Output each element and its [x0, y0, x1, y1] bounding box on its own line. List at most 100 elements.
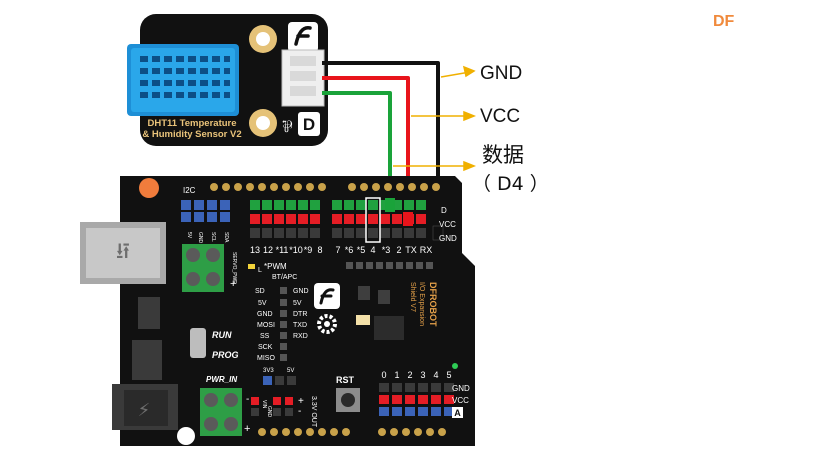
l-led	[248, 264, 255, 269]
regulator	[374, 316, 404, 340]
servo-plus: +	[230, 278, 236, 290]
pin-2: 2	[396, 245, 401, 255]
digital-pin-numbers: 13 12 *11 *10 *9 8 7 *6 *5 4 *3 2 TX RX	[250, 245, 432, 255]
pin-4: 4	[370, 245, 375, 255]
wire-data	[322, 91, 392, 216]
digital-type-badge	[298, 112, 320, 136]
mid-header-row	[346, 262, 433, 269]
pwr-plus: +	[244, 423, 250, 435]
rst-label: RST	[336, 375, 355, 385]
bt-5v: 5V	[293, 300, 302, 307]
v5v-label: 5V	[287, 368, 294, 374]
bt-labels: GND 5V DTR TXD RXD	[293, 288, 309, 340]
pin-tx: TX	[405, 245, 417, 255]
brand-text: DFROBOT I/O Expansion Shield V7	[409, 282, 438, 327]
out-label: 3.3V OUT	[310, 396, 317, 428]
spi-sck: SCK	[258, 344, 273, 351]
left-component-2	[132, 340, 162, 380]
spi-miso: MISO	[257, 355, 275, 362]
analog-vcc-label: VCC	[452, 396, 469, 405]
pin-d4-highlight	[365, 197, 381, 243]
analog-3: 3	[420, 370, 425, 380]
bt-dtr: DTR	[293, 311, 307, 318]
lightning-icon: ⚡	[138, 400, 151, 420]
pin-7: 7	[335, 245, 340, 255]
pin-9: *9	[304, 245, 313, 255]
io-expansion-shield: ⭿ I2C 5V GND SCL SDA SERVO_PWR +	[80, 176, 475, 446]
pin-12: 12	[263, 245, 273, 255]
gnd-small-label: GND	[266, 406, 272, 418]
chip-small	[358, 286, 370, 300]
wire-gnd	[322, 61, 440, 216]
spi-5v: 5V	[258, 300, 267, 307]
brand-line2: I/O Expansion	[418, 282, 425, 326]
analog-2: 2	[407, 370, 412, 380]
run-prog-switch	[190, 328, 206, 358]
digital-gnd-label: GND	[439, 234, 457, 243]
v3v3-label: 3V3	[263, 368, 274, 374]
vin-label: VIN	[261, 400, 267, 409]
plug-vcc	[403, 212, 413, 226]
top-gold-header	[210, 183, 440, 191]
pin-6: *6	[345, 245, 354, 255]
wires	[322, 61, 440, 216]
annotation-arrows	[393, 65, 477, 172]
gear-icon	[317, 314, 337, 334]
spi-gnd: GND	[257, 311, 273, 318]
d-row-marker: D	[441, 206, 447, 215]
pin-10: *10	[289, 245, 303, 255]
thermometer-icon: ⅌	[282, 119, 293, 136]
watermark-df: DF	[713, 13, 735, 30]
vin-plus: +	[298, 396, 304, 407]
spi-ss: SS	[260, 333, 270, 340]
analog-gnd-label: GND	[452, 384, 470, 393]
i2c-pin-5v: 5V	[186, 232, 192, 239]
bt-rxd: RXD	[293, 333, 308, 340]
brand-dfrobot: DFROBOT	[428, 282, 438, 327]
spi-header	[280, 287, 287, 361]
spi-mosi: MOSI	[257, 322, 275, 329]
sensor-grille	[140, 56, 230, 98]
i2c-pin-sda: SDA	[223, 232, 229, 243]
servo-pwr-label: SERVO_PWR	[231, 252, 237, 284]
transistor	[378, 290, 390, 304]
orange-button	[139, 178, 159, 198]
label-vcc: VCC	[480, 106, 520, 127]
usb-icon: ⭿	[116, 239, 130, 264]
bt-txd: TXD	[293, 322, 307, 329]
pin-13: 13	[250, 245, 260, 255]
vin-minus: -	[298, 406, 301, 417]
analog-1: 1	[394, 370, 399, 380]
voltage-jumper	[263, 376, 272, 385]
run-label: RUN	[212, 330, 232, 340]
sensor-label-line1: DHT11 Temperature	[147, 118, 236, 129]
brand-line3: Shield V7	[409, 282, 416, 312]
pwr-minus: -	[246, 394, 249, 405]
label-gnd: GND	[480, 63, 522, 84]
dht11-sensor-module: D ⅌ DHT11 Temperature & Humidity Sensor …	[127, 14, 328, 146]
analog-5: 5	[446, 370, 451, 380]
pwm-label: *PWM	[264, 262, 287, 271]
pin-11: *11	[276, 245, 289, 255]
left-component-1	[138, 297, 160, 329]
mounting-hole-board	[177, 427, 195, 445]
plug-gnd	[432, 225, 444, 241]
digital-header-rows	[250, 200, 426, 238]
pin-3: *3	[382, 245, 391, 255]
pin-5: *5	[357, 245, 366, 255]
digital-vcc-label: VCC	[439, 220, 456, 229]
analog-0: 0	[381, 370, 386, 380]
prog-label: PROG	[212, 350, 239, 360]
sensor-type-letter: D	[303, 115, 315, 134]
bottom-gold-header	[258, 428, 446, 436]
analog-header-rows	[379, 383, 454, 416]
i2c-label: I2C	[183, 186, 196, 195]
l-label: L	[258, 267, 262, 274]
label-d4: （ D4 ）	[472, 173, 549, 195]
analog-4: 4	[433, 370, 438, 380]
analog-pin-numbers: 0 1 2 3 4 5	[381, 370, 451, 380]
spi-labels: SD 5V GND MOSI SS SCK MISO	[255, 288, 275, 362]
bt-gnd: GND	[293, 288, 309, 295]
spi-sd: SD	[255, 288, 265, 295]
